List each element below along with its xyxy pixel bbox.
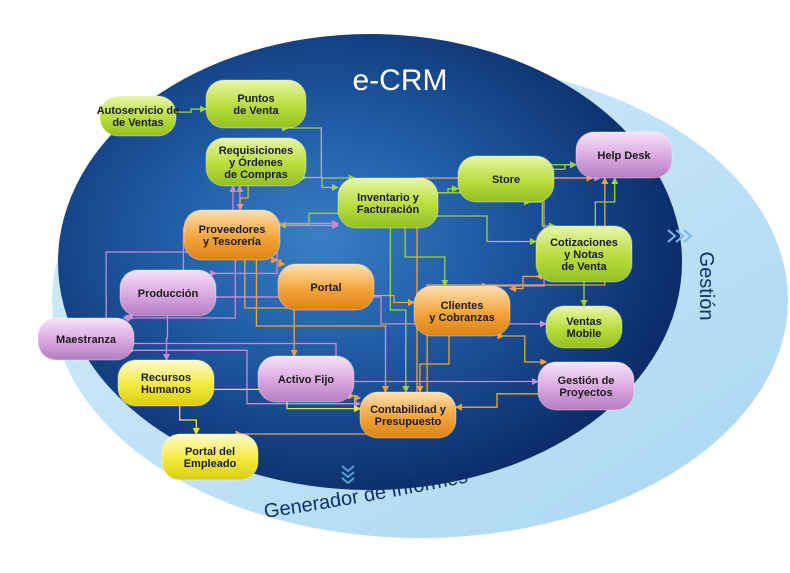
node-produccion: Producción xyxy=(119,269,217,317)
node-label-produccion: Producción xyxy=(138,288,199,300)
node-label-cotizaciones: de Venta xyxy=(561,261,607,273)
node-store: Store xyxy=(457,155,555,203)
node-label-portalempleado: Empleado xyxy=(184,458,237,470)
node-box-puntos xyxy=(205,79,307,129)
node-box-maestranza xyxy=(37,317,135,361)
node-label-contabilidad: Contabilidad y xyxy=(370,404,447,416)
node-label-store: Store xyxy=(492,174,520,186)
node-label-portal: Portal xyxy=(310,282,341,294)
node-box-clientes xyxy=(413,285,511,337)
node-label-clientes: Clientes xyxy=(441,300,484,312)
node-label-requisiciones: y Órdenes xyxy=(229,156,283,169)
node-label-proveedores: Proveedores xyxy=(199,224,266,236)
node-label-inventario: Inventario y xyxy=(357,192,420,204)
node-label-puntos: Puntos xyxy=(237,93,274,105)
node-box-inventario xyxy=(337,177,439,229)
node-label-proveedores: y Tesorería xyxy=(203,236,262,248)
node-label-gestionproy: Gestión de xyxy=(558,375,615,387)
node-label-helpdesk: Help Desk xyxy=(597,150,651,162)
node-label-cotizaciones: y Notas xyxy=(564,249,604,261)
node-label-contabilidad: Presupuesto xyxy=(375,416,442,428)
node-box-contabilidad xyxy=(359,391,457,439)
edge-autoservicio-puntos xyxy=(170,105,207,116)
node-activofijo: Activo Fijo xyxy=(257,355,355,403)
chevrons-down-icon xyxy=(341,465,355,485)
node-box-portalempleado xyxy=(161,433,259,481)
node-box-portal xyxy=(277,263,375,311)
node-box-helpdesk xyxy=(575,131,673,179)
diagram-title: e-CRM xyxy=(353,64,448,97)
node-portal: Portal xyxy=(277,263,375,311)
node-box-ventasmobile xyxy=(545,305,623,349)
node-box-rrhh xyxy=(117,359,215,407)
node-box-autoservicio xyxy=(99,95,177,137)
node-label-puntos: de Venta xyxy=(233,105,279,117)
node-box-store xyxy=(457,155,555,203)
node-box-produccion xyxy=(119,269,217,317)
chevrons-right-icon xyxy=(667,229,693,243)
edge-store-helpdesk xyxy=(548,161,577,173)
node-label-inventario: Facturación xyxy=(357,204,420,216)
node-label-gestionproy: Proyectos xyxy=(559,387,612,399)
edge-rrhh-portalempleado xyxy=(176,400,200,435)
node-box-gestionproy xyxy=(537,361,635,411)
node-label-activofijo: Activo Fijo xyxy=(278,374,335,386)
node-label-autoservicio: Autoservicio de xyxy=(97,105,180,117)
node-label-requisiciones: Requisiciones xyxy=(219,145,294,157)
node-label-maestranza: Maestranza xyxy=(56,334,117,346)
node-label-requisiciones: de Compras xyxy=(224,169,288,181)
ring-label-right: Gestión xyxy=(695,252,717,321)
node-box-cotizaciones xyxy=(535,225,633,283)
node-label-rrhh: Humanos xyxy=(141,384,191,396)
node-label-ventasmobile: Mobile xyxy=(567,328,602,340)
node-label-autoservicio: de Ventas xyxy=(112,117,163,129)
node-label-rrhh: Recursos xyxy=(141,372,191,384)
node-label-clientes: y Cobranzas xyxy=(429,312,494,324)
node-box-proveedores xyxy=(183,209,281,261)
node-label-ventasmobile: Ventas xyxy=(566,316,601,328)
node-label-cotizaciones: Cotizaciones xyxy=(550,237,618,249)
node-maestranza: Maestranza xyxy=(37,317,135,361)
node-label-portalempleado: Portal del xyxy=(185,446,235,458)
node-helpdesk: Help Desk xyxy=(575,131,673,179)
node-box-activofijo xyxy=(257,355,355,403)
node-box-requisiciones xyxy=(205,137,307,187)
